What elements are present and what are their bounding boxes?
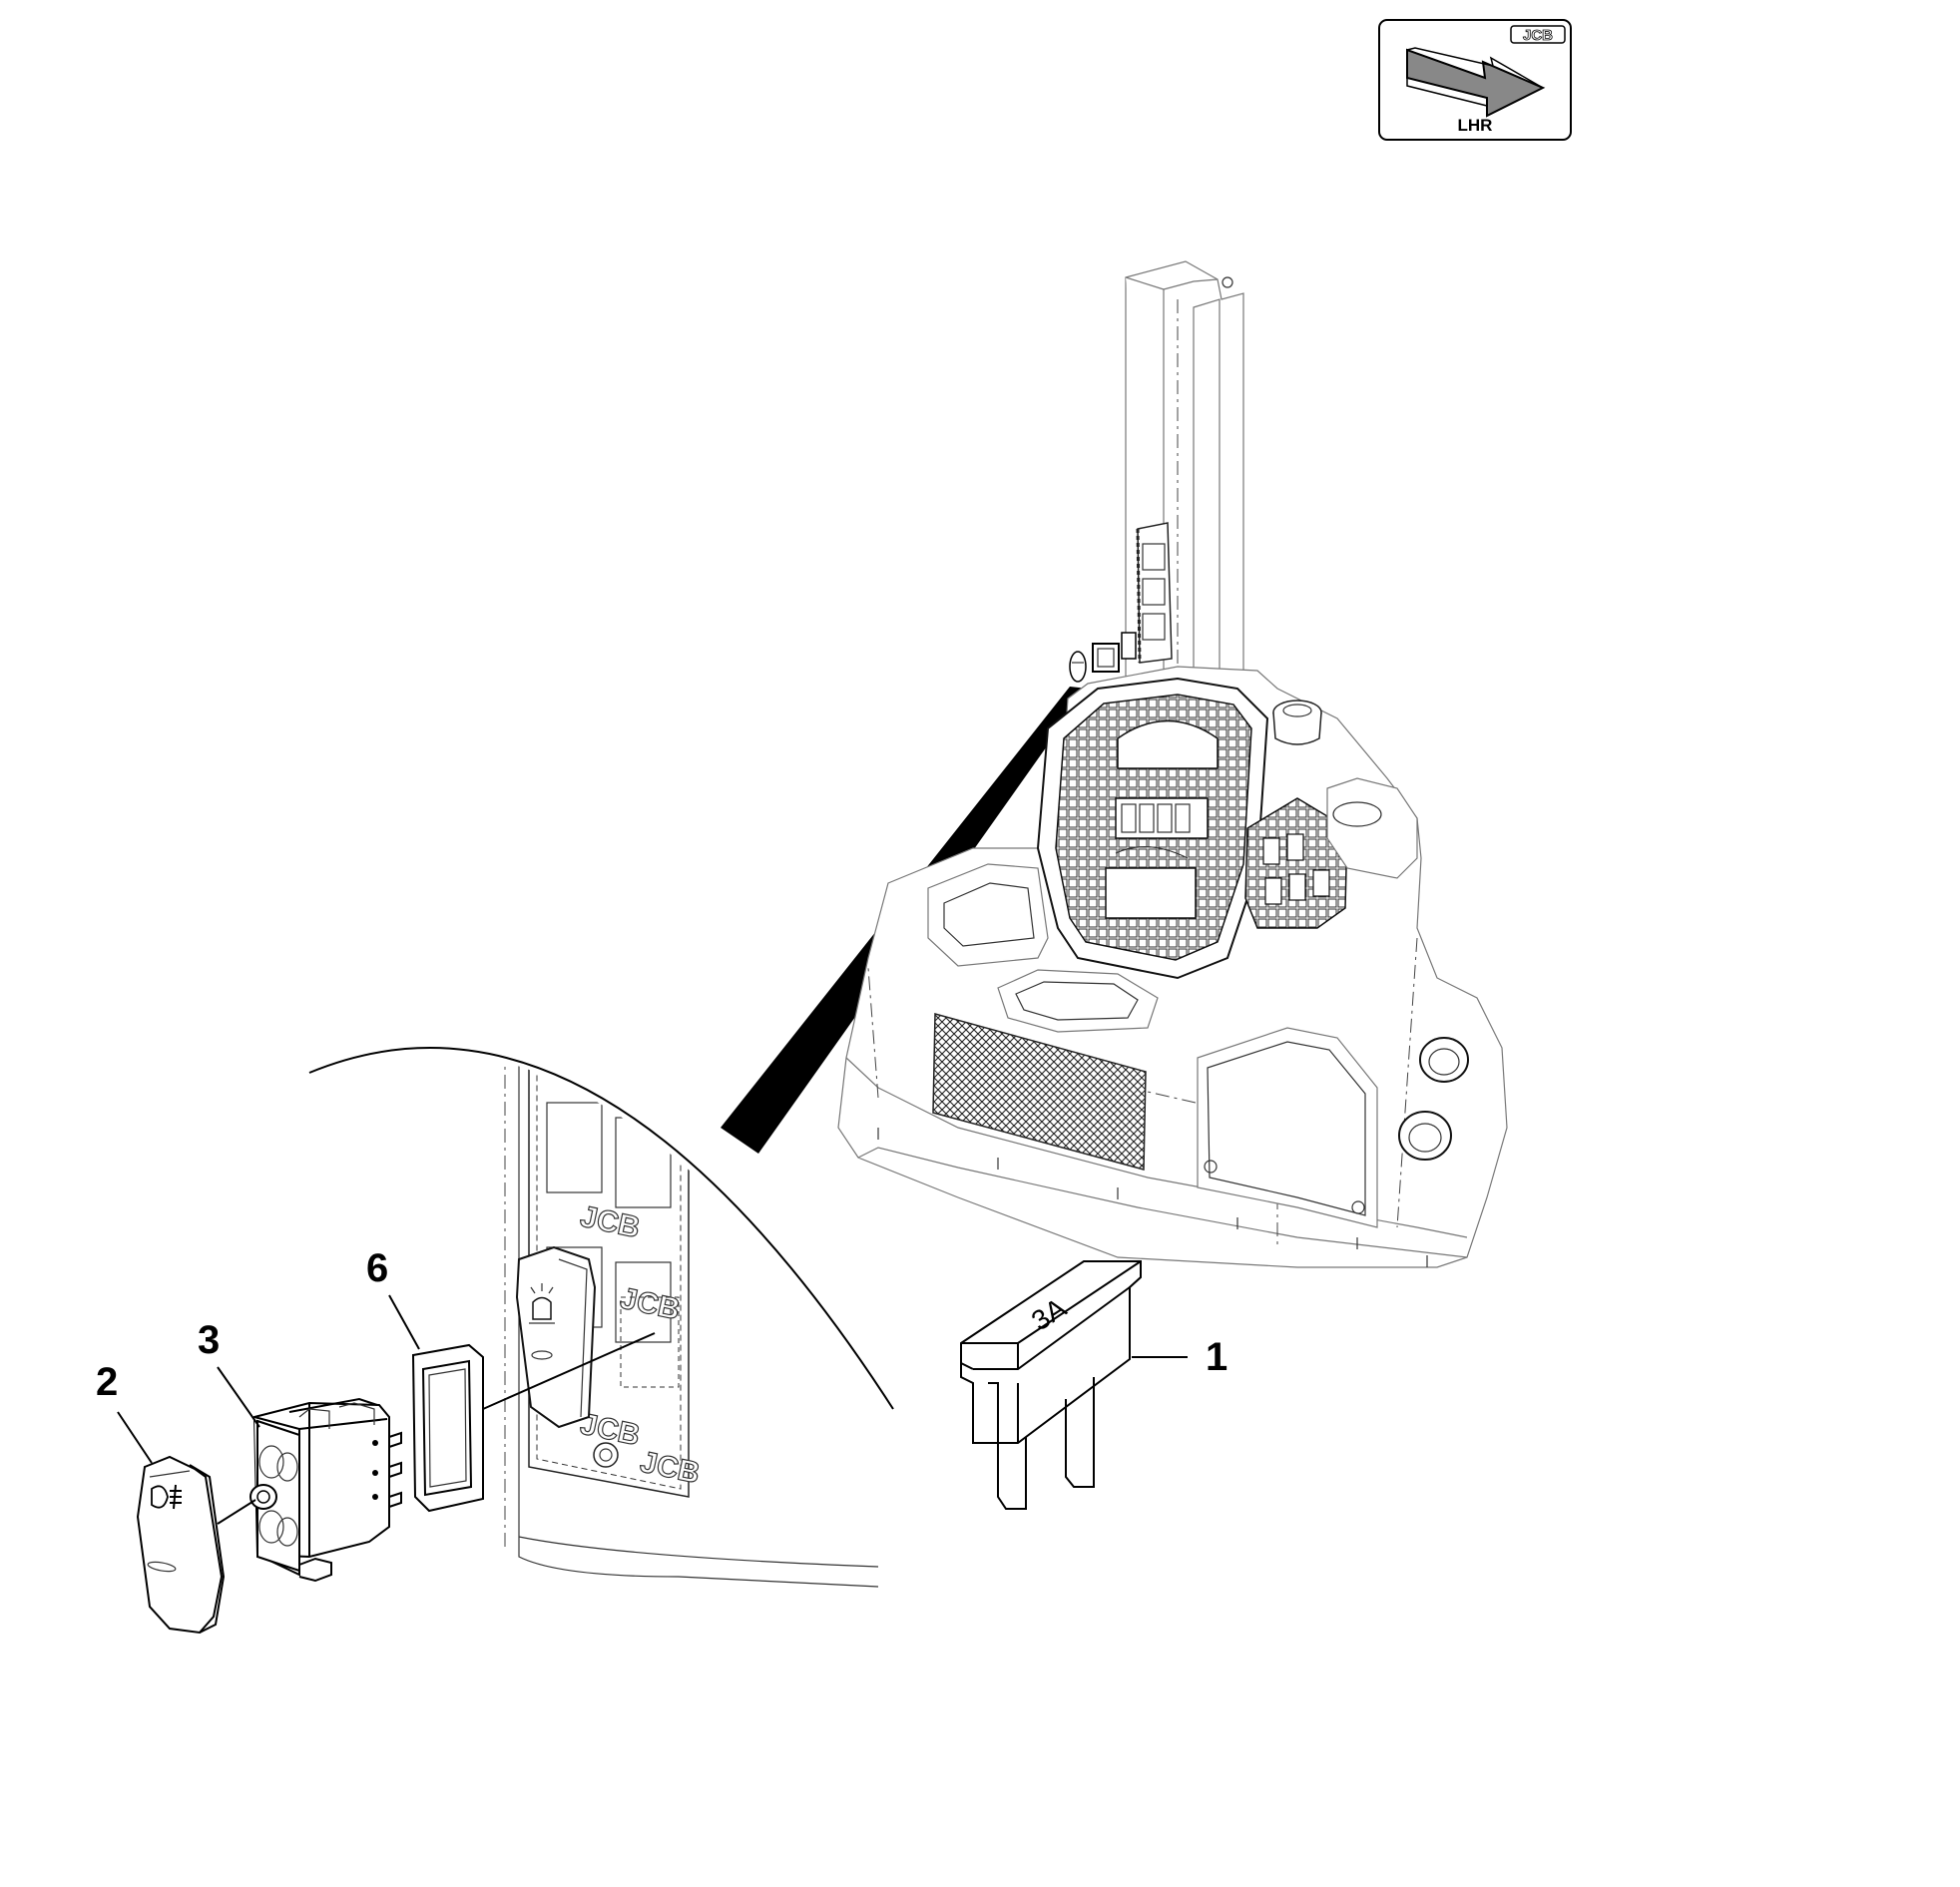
console-cover-plate — [1197, 1027, 1378, 1228]
leader-install — [482, 1332, 656, 1410]
console-body — [837, 666, 1508, 1268]
console-knob — [1272, 700, 1322, 745]
leader-6 — [388, 1294, 420, 1350]
seal-frame-part — [411, 1343, 484, 1513]
console-tray-left — [927, 863, 1049, 967]
console-assembly — [721, 260, 1508, 1268]
right-switch-panel — [1244, 797, 1348, 929]
detail-boundary-arc — [308, 1047, 894, 1410]
orientation-badge: JCB LHR — [1378, 19, 1572, 141]
instrument-panel — [1036, 677, 1269, 980]
badge-brand: JCB — [1523, 27, 1553, 44]
callouts: 1 2 3 6 — [96, 1246, 1227, 1404]
rear-fog-light-icon — [151, 1484, 182, 1510]
console-column — [1125, 260, 1244, 709]
rocker-switch-body-part — [249, 1397, 402, 1583]
leader-3 — [217, 1366, 260, 1428]
console-studs — [877, 1128, 1428, 1267]
console-vent-mesh — [932, 1013, 1147, 1171]
console-cup-recess — [997, 969, 1159, 1033]
detail-installed-switch — [515, 1245, 597, 1429]
console-side-pod — [1326, 777, 1418, 879]
beacon-icon — [529, 1283, 555, 1324]
callout-2: 2 — [96, 1360, 118, 1404]
column-switch-panel — [1136, 522, 1173, 664]
rocker-cap-part — [136, 1455, 226, 1635]
leader-lines — [117, 1294, 1188, 1525]
callout-6: 6 — [366, 1246, 388, 1290]
jcb-logo: JCB — [1510, 25, 1566, 44]
callout-3: 3 — [198, 1318, 220, 1362]
callout-1: 1 — [1206, 1335, 1227, 1379]
console-sockets — [1398, 1037, 1469, 1161]
leader-2 — [117, 1411, 153, 1464]
badge-label: LHR — [1458, 116, 1493, 135]
detail-view: JCB JCB JCB JCB — [308, 1047, 894, 1588]
arrow-icon — [1406, 47, 1546, 118]
fuse-part: 3A — [960, 1260, 1142, 1510]
mini-exploded-parts — [1069, 632, 1137, 683]
leader-2b — [217, 1499, 256, 1525]
switch-install-position — [620, 1296, 680, 1388]
